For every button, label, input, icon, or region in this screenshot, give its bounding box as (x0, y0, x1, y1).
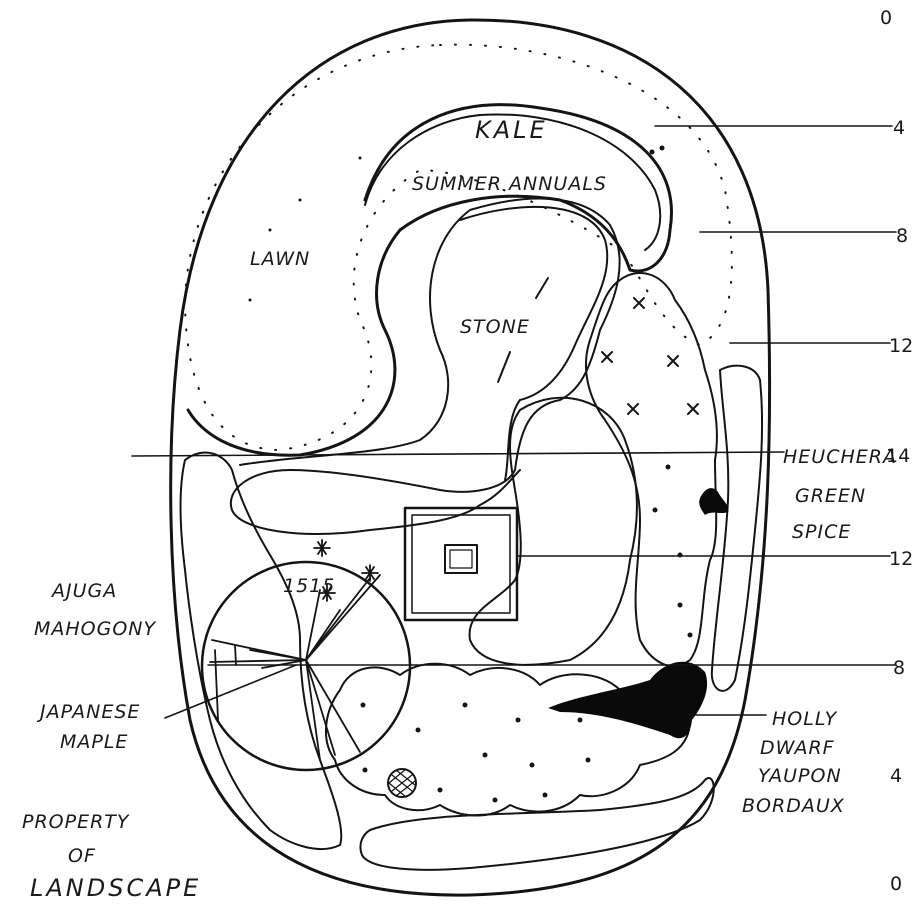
drain-icon (387, 768, 417, 798)
scale-tick-14: 14 (886, 445, 910, 467)
lawn-dotted-area (184, 43, 733, 451)
maple-canopy (200, 560, 412, 772)
scale-tick-0-bottom: 0 (890, 873, 902, 895)
scale-tick-8-bottom: 8 (893, 657, 905, 679)
center-bed (468, 396, 638, 666)
ajuga-label-2: MAHOGONY (34, 618, 157, 640)
footer-line-3: LANDSCAPE (30, 874, 201, 902)
scale-tick-12-top: 12 (889, 335, 912, 357)
holly-label-1: HOLLY (772, 708, 838, 730)
scale-tick-8-top: 8 (896, 225, 908, 247)
heuchera-plants (601, 297, 699, 415)
lawn-label: LAWN (250, 248, 310, 270)
right-border-bed (710, 364, 764, 692)
footer-line-1: PROPERTY (22, 811, 130, 833)
maple-label-2: MAPLE (60, 731, 128, 753)
ajuga-plants (313, 539, 379, 602)
annuals-band-edge (364, 113, 662, 251)
heuchera-mark (699, 488, 729, 515)
paver-square-inner (411, 514, 511, 614)
holly-plants (360, 464, 693, 803)
holly-label-4: BORDAUX (742, 795, 845, 817)
holly-label-3: YAUPON (758, 765, 842, 787)
left-bed (179, 451, 343, 850)
heuchera-label-2: GREEN (795, 485, 866, 507)
stone-area (459, 205, 609, 481)
ajuga-label-1: AJUGA (50, 580, 117, 602)
dimension-lines (131, 125, 897, 719)
bottom-strip-bed (359, 777, 715, 871)
paver-center-inner (449, 549, 473, 569)
maple-label-1: JAPANESE (36, 701, 140, 723)
scale-tick-0-top: 0 (880, 7, 892, 29)
kale-label: KALE (475, 116, 548, 144)
property-boundary (169, 18, 772, 897)
heuchera-label-1: HEUCHERA (783, 446, 897, 468)
holly-label-2: DWARF (760, 737, 835, 759)
paver-center (444, 544, 478, 574)
heuchera-bed (584, 271, 718, 667)
summer-annuals-label: SUMMER ANNUALS (412, 173, 607, 195)
scale-tick-4-top: 4 (893, 117, 905, 139)
heuchera-label-3: SPICE (792, 521, 851, 543)
maple-tag: 1515 (283, 575, 335, 597)
stone-label: STONE (460, 316, 530, 338)
maple-branches (209, 574, 381, 761)
lawn-dots (248, 145, 665, 302)
stone-marks (497, 277, 549, 383)
scale-tick-12-bottom: 12 (889, 548, 912, 570)
lawn-border (186, 103, 673, 457)
paver-square-outer (403, 506, 519, 622)
scale-tick-4-bottom: 4 (890, 765, 902, 787)
footer-line-2: OF (68, 845, 96, 867)
holly-shadow (548, 661, 708, 739)
holly-hedge-bed (324, 662, 691, 817)
